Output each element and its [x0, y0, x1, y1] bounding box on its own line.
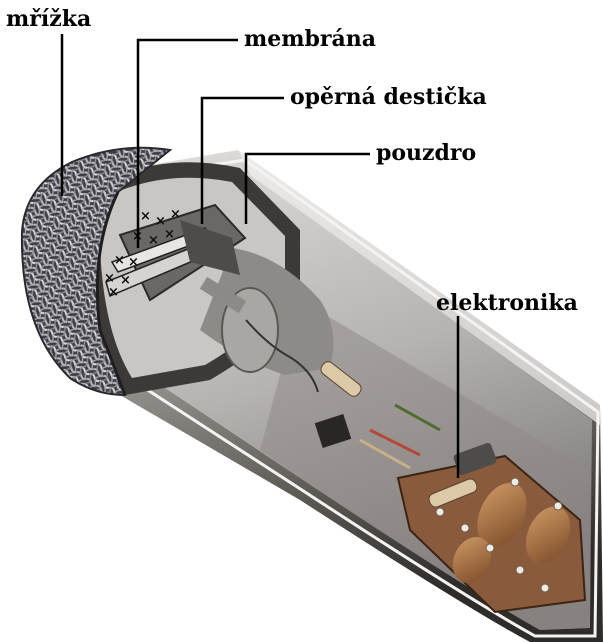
charge-mark: × [170, 207, 181, 222]
charge-mark: × [164, 227, 175, 242]
solder-joint [554, 502, 562, 510]
label-housing: pouzdro [376, 142, 476, 164]
label-backplate: opěrná destička [290, 86, 487, 108]
charge-mark: × [128, 255, 139, 270]
charge-mark: × [114, 253, 125, 268]
solder-joint [436, 508, 444, 516]
label-membrane: membrána [244, 28, 376, 50]
solder-joint [516, 566, 524, 574]
charge-mark: × [108, 285, 119, 300]
charge-mark: × [148, 233, 159, 248]
charge-mark: × [140, 209, 151, 224]
solder-joint [461, 524, 469, 532]
solder-joint [486, 544, 494, 552]
label-electronics: elektronika [436, 292, 578, 314]
charge-mark: × [104, 271, 115, 286]
label-grille: mřížka [6, 8, 91, 30]
solder-joint [541, 584, 549, 592]
solder-joint [511, 478, 519, 486]
charge-mark: × [120, 273, 131, 288]
